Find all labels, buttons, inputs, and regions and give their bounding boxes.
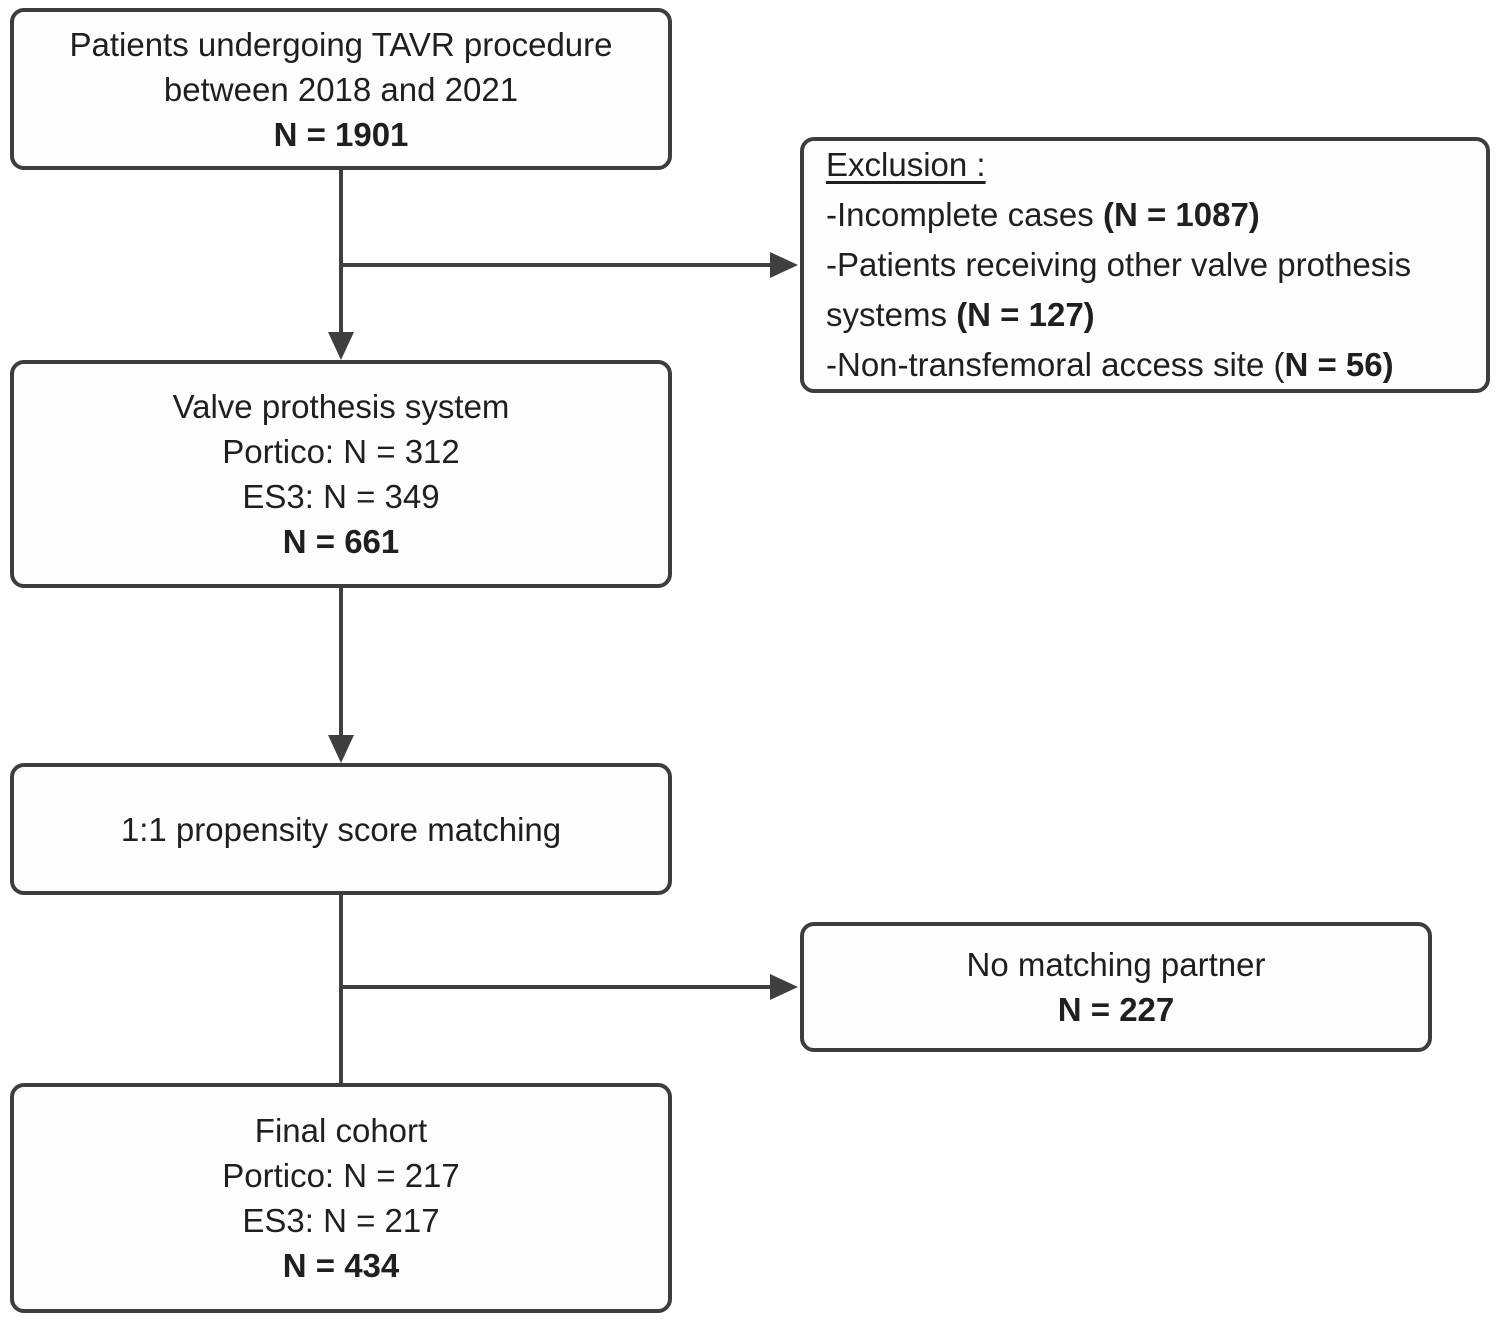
arrowhead-right-icon — [770, 252, 798, 278]
node-final-cohort: Final cohort Portico: N = 217 ES3: N = 2… — [10, 1083, 672, 1313]
arrowhead-down-icon — [328, 332, 354, 360]
arrowhead-right-icon — [770, 974, 798, 1000]
exclusion-item-count: N = 56) — [1284, 346, 1394, 383]
exclusion-item-other-valve: -Patients receiving other valve prothesi… — [826, 240, 1466, 290]
node-total-count: N = 434 — [282, 1247, 400, 1284]
edge-tavr-to-exclusion — [341, 263, 771, 267]
exclusion-item-text: -Non-transfemoral access site ( — [826, 346, 1285, 383]
node-text-line: Portico: N = 312 — [222, 433, 460, 470]
node-text-line: between 2018 and 2021 — [163, 70, 519, 108]
exclusion-item-count: (N = 127) — [956, 296, 1095, 333]
exclusion-item-incomplete: -Incomplete cases (N = 1087) — [826, 190, 1466, 240]
node-text-line: No matching partner — [966, 946, 1266, 983]
node-text-line: ES3: N = 349 — [242, 478, 440, 515]
exclusion-title-line: Exclusion : — [826, 140, 1466, 190]
arrowhead-down-icon — [328, 735, 354, 763]
node-total-count: N = 1901 — [273, 115, 409, 153]
exclusion-item-access-site: -Non-transfemoral access site (N = 56) — [826, 340, 1466, 390]
exclusion-item-text: -Patients receiving other valve prothesi… — [826, 246, 1412, 283]
exclusion-item-count: (N = 1087) — [1102, 196, 1260, 233]
node-text-line: ES3: N = 217 — [242, 1202, 440, 1239]
edge-valve-to-matching — [339, 588, 343, 736]
edge-matching-to-nomatch — [341, 985, 771, 989]
node-valve-prothesis: Valve prothesis system Portico: N = 312 … — [10, 360, 672, 588]
node-tavr-patients: Patients undergoing TAVR procedure betwe… — [10, 8, 672, 170]
node-exclusion: Exclusion : -Incomplete cases (N = 1087)… — [800, 137, 1490, 393]
node-total-count: N = 227 — [1057, 991, 1175, 1028]
node-text-line: Portico: N = 217 — [222, 1157, 460, 1194]
node-total-count: N = 661 — [282, 523, 400, 560]
exclusion-item-other-valve-wrap: systems (N = 127) — [826, 290, 1466, 340]
node-text-line: Valve prothesis system — [172, 388, 510, 425]
edge-matching-to-final — [339, 895, 343, 1085]
exclusion-item-text: systems — [826, 296, 957, 333]
node-text-line: 1:1 propensity score matching — [120, 810, 562, 848]
node-text-line: Final cohort — [254, 1112, 428, 1149]
edge-tavr-to-valve — [339, 170, 343, 334]
node-text-line: Patients undergoing TAVR procedure — [69, 25, 613, 63]
node-no-matching-partner: No matching partner N = 227 — [800, 922, 1432, 1052]
exclusion-title: Exclusion : — [826, 146, 986, 183]
exclusion-item-text: -Incomplete cases — [826, 196, 1103, 233]
node-propensity-matching: 1:1 propensity score matching — [10, 763, 672, 895]
